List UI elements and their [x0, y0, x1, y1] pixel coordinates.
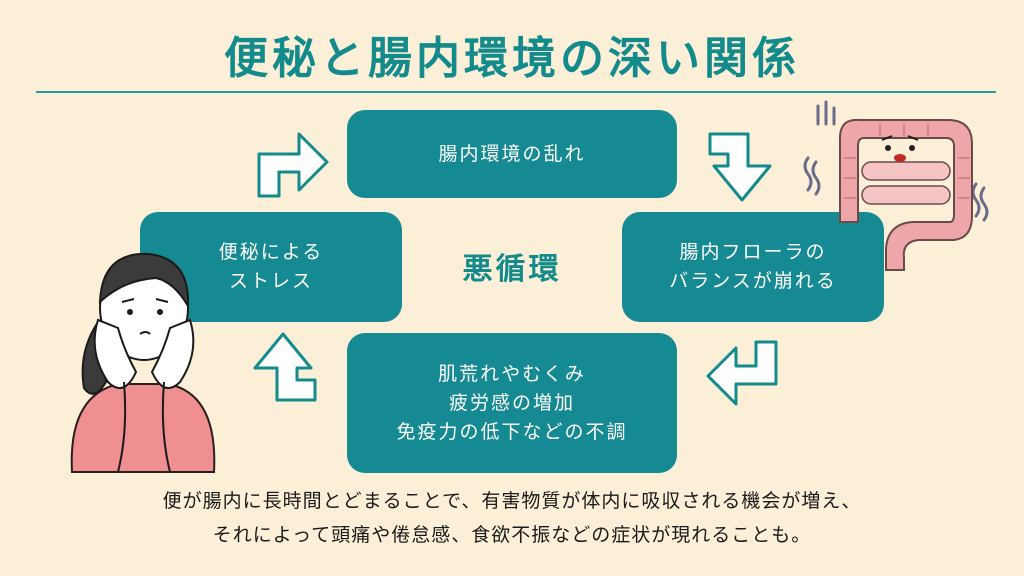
description-text: 便が腸内に長時間とどまることで、有害物質が体内に吸収される機会が増え、 それによ…	[0, 484, 1024, 552]
description-line: それによって頭痛や倦怠感、食欲不振などの症状が現れることも。	[212, 524, 812, 546]
box-text: 便秘による	[218, 241, 324, 263]
box-text: 腸内環境の乱れ	[438, 142, 586, 165]
arrow-up-icon	[253, 332, 317, 402]
box-text: 腸内フローラの	[679, 241, 827, 263]
arrow-left-icon	[706, 340, 778, 406]
box-text: 肌荒れやむくみ	[438, 362, 586, 385]
worried-woman-illustration	[70, 252, 216, 473]
cycle-box-flora-imbalance: 腸内フローラの バランスが崩れる	[622, 212, 884, 322]
arrow-up-right-icon	[257, 132, 329, 198]
box-text: バランスが崩れる	[669, 270, 837, 292]
cycle-box-gut-imbalance: 腸内環境の乱れ	[347, 110, 677, 198]
box-text: 免疫力の低下などの不調	[396, 420, 628, 443]
description-line: 便が腸内に長時間とどまることで、有害物質が体内に吸収される機会が増え、	[162, 490, 862, 512]
page-title: 便秘と腸内環境の深い関係	[224, 33, 800, 84]
cycle-box-stress: 便秘による ストレス	[140, 212, 402, 322]
vicious-cycle-label: 悪循環	[462, 252, 562, 287]
cycle-box-symptoms: 肌荒れやむくみ 疲労感の増加 免疫力の低下などの不調	[347, 333, 677, 473]
box-text: ストレス	[228, 270, 313, 292]
box-text: 疲労感の増加	[448, 391, 575, 414]
intestine-illustration	[803, 100, 989, 271]
title-divider	[36, 91, 996, 93]
arrow-down-icon	[708, 132, 772, 202]
